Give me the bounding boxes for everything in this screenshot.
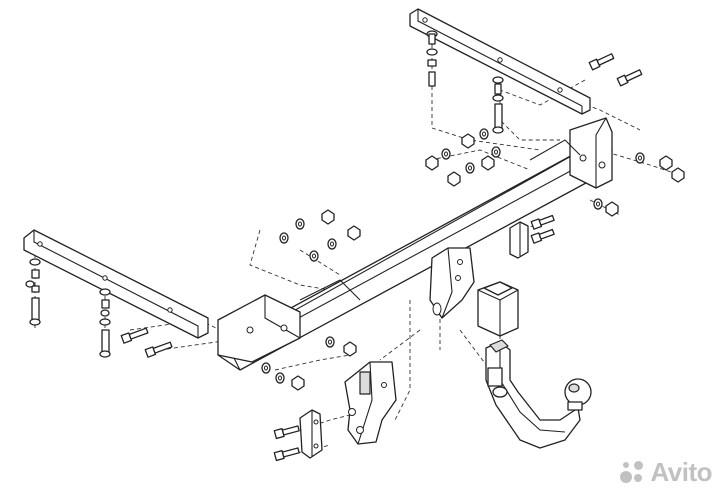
nut-icon — [347, 225, 361, 241]
tow-ball — [564, 378, 592, 411]
washer-icon — [279, 232, 289, 244]
washer-icon — [441, 148, 451, 160]
bolt-icon — [616, 69, 643, 87]
avito-dots-logo-icon — [619, 459, 645, 485]
nut-icon — [605, 201, 619, 217]
washer-icon — [309, 250, 319, 262]
washer-icon — [275, 372, 285, 384]
nut-icon — [343, 341, 357, 357]
washer-icon — [25, 280, 35, 288]
vertical-bolts — [29, 30, 504, 358]
nut-icon — [447, 171, 461, 187]
washer-icon — [479, 128, 489, 140]
washer-icon — [327, 238, 337, 250]
washer-icon — [492, 94, 504, 102]
bolt-icon — [120, 327, 149, 344]
washer-icon — [491, 146, 501, 158]
washer-icon — [295, 218, 305, 230]
bolt-icon — [492, 76, 504, 134]
washer-icon — [426, 48, 438, 56]
washer-icon — [593, 198, 603, 210]
nut-icon — [671, 167, 685, 183]
center-mount-plate — [429, 247, 475, 319]
bolt-icon — [29, 258, 41, 326]
bolt-icon — [273, 447, 300, 462]
washer-icon — [100, 309, 110, 317]
bolt-icon — [588, 53, 615, 71]
washer-icon — [325, 336, 335, 348]
bolt-icon — [99, 288, 111, 358]
electric-socket-bracket — [344, 361, 397, 445]
nut-icon — [461, 133, 475, 149]
avito-watermark: Avito — [619, 457, 712, 487]
nut-icon — [321, 209, 335, 225]
bolt-icon — [426, 30, 438, 87]
washer-icon — [465, 162, 475, 174]
right-side-bracket — [409, 8, 591, 115]
bolt-icon — [530, 214, 555, 230]
receiver-socket-bracket — [477, 281, 519, 337]
left-side-bracket — [23, 229, 209, 339]
clamp-plate-lower — [299, 409, 323, 459]
nut-icon — [481, 155, 495, 171]
clamp-plate-upper — [509, 221, 529, 259]
diagonal-bolts — [120, 53, 643, 462]
watermark-text: Avito — [650, 456, 712, 487]
main-cross-beam — [217, 117, 613, 371]
bolt-icon — [530, 228, 555, 244]
nut-icon — [659, 155, 673, 171]
washer-icon — [261, 362, 271, 374]
bolt-icon — [273, 425, 300, 440]
washer-icon — [635, 152, 645, 164]
bolt-icon — [144, 341, 173, 358]
nuts-and-washers — [25, 48, 685, 391]
nut-icon — [291, 375, 305, 391]
nut-icon — [425, 155, 439, 171]
tow-ball-neck — [485, 339, 581, 449]
